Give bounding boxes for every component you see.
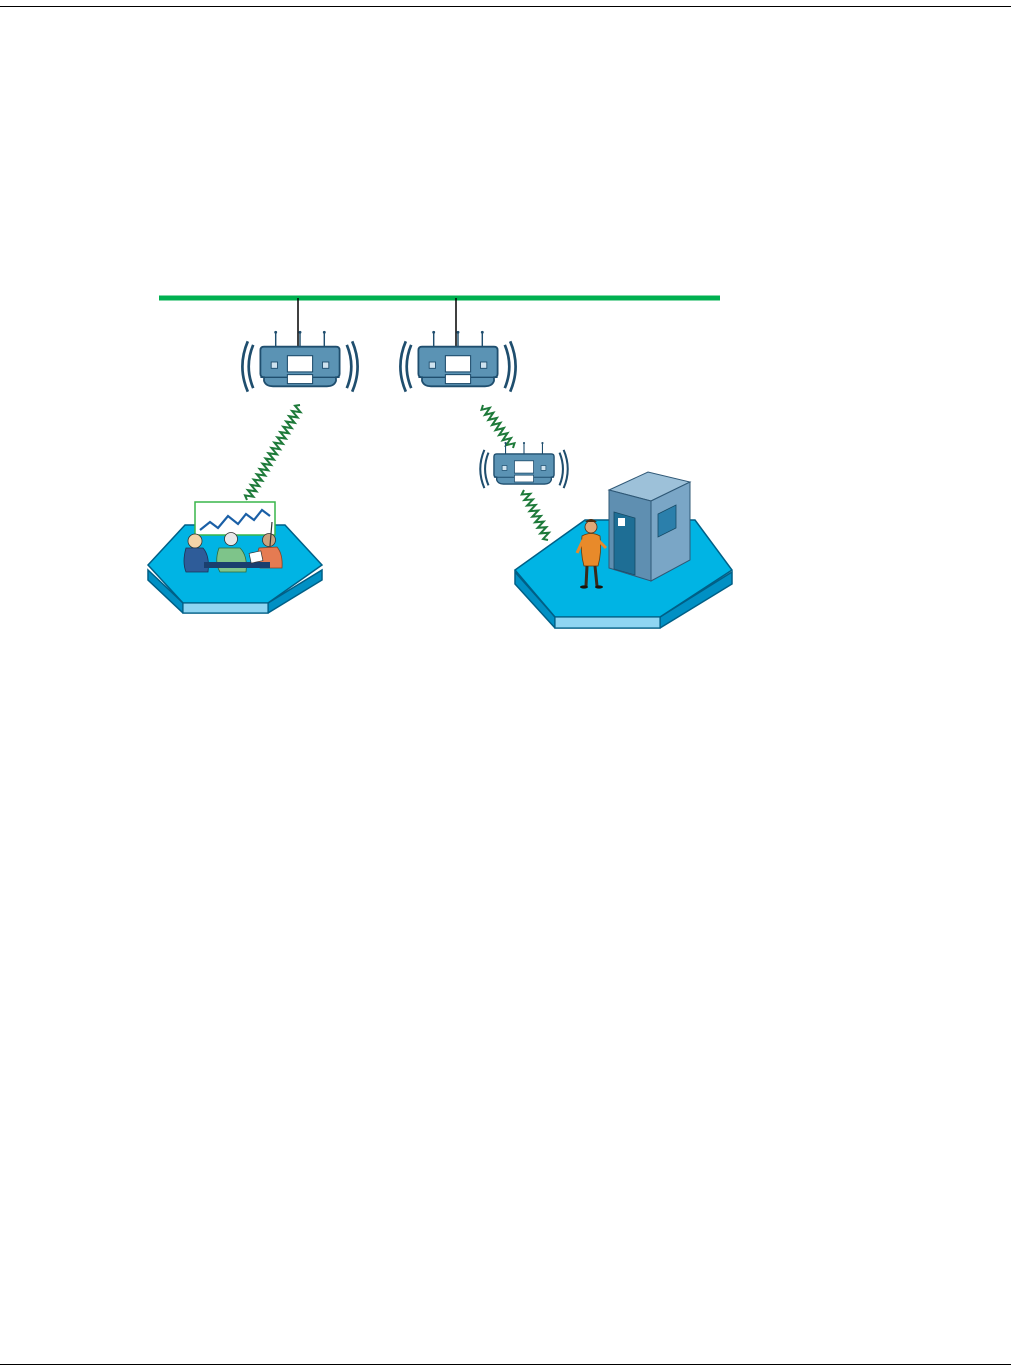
building-icon [609, 472, 690, 581]
wireless-access-point-icon [480, 442, 567, 488]
wireless-access-point-icon [400, 331, 515, 392]
wireless-access-point-icon [242, 331, 357, 392]
wireless-link-repeater-to-building [522, 490, 549, 540]
meeting-people-icon [184, 502, 282, 572]
wireless-link-ap-left-to-meeting [245, 405, 301, 500]
wireless-link-ap-center-to-repeater [482, 405, 515, 448]
